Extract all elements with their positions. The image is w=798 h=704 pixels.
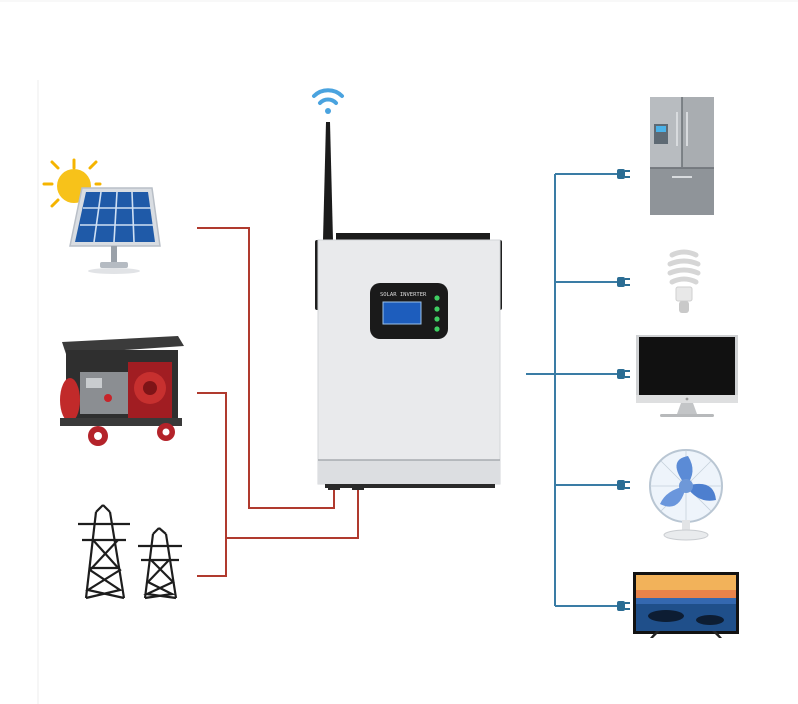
antenna-icon xyxy=(323,122,333,240)
solar-wire xyxy=(197,227,335,509)
grid-wire xyxy=(197,538,227,577)
inverter-screen-label: SOLAR INVERTER xyxy=(380,292,427,298)
inverter-unit xyxy=(315,233,502,490)
plug-icons xyxy=(617,169,630,611)
plug-icon xyxy=(617,277,630,287)
refrigerator-icon xyxy=(650,97,714,215)
wifi-icon xyxy=(312,88,344,114)
plug-icon xyxy=(617,480,630,490)
plug-icon xyxy=(617,369,630,379)
cfl-bulb-icon xyxy=(667,249,701,285)
fan-icon xyxy=(649,449,723,541)
transmission-tower-icon xyxy=(78,504,182,600)
solar-panel-icon xyxy=(42,158,161,274)
generator-icon xyxy=(60,336,184,446)
monitor-icon xyxy=(636,335,738,417)
tv-icon xyxy=(633,572,739,638)
plug-icon xyxy=(617,169,630,179)
plug-icon xyxy=(617,601,630,611)
output-wires xyxy=(526,173,622,607)
bulb-base xyxy=(675,286,693,313)
input-wires xyxy=(197,227,359,577)
